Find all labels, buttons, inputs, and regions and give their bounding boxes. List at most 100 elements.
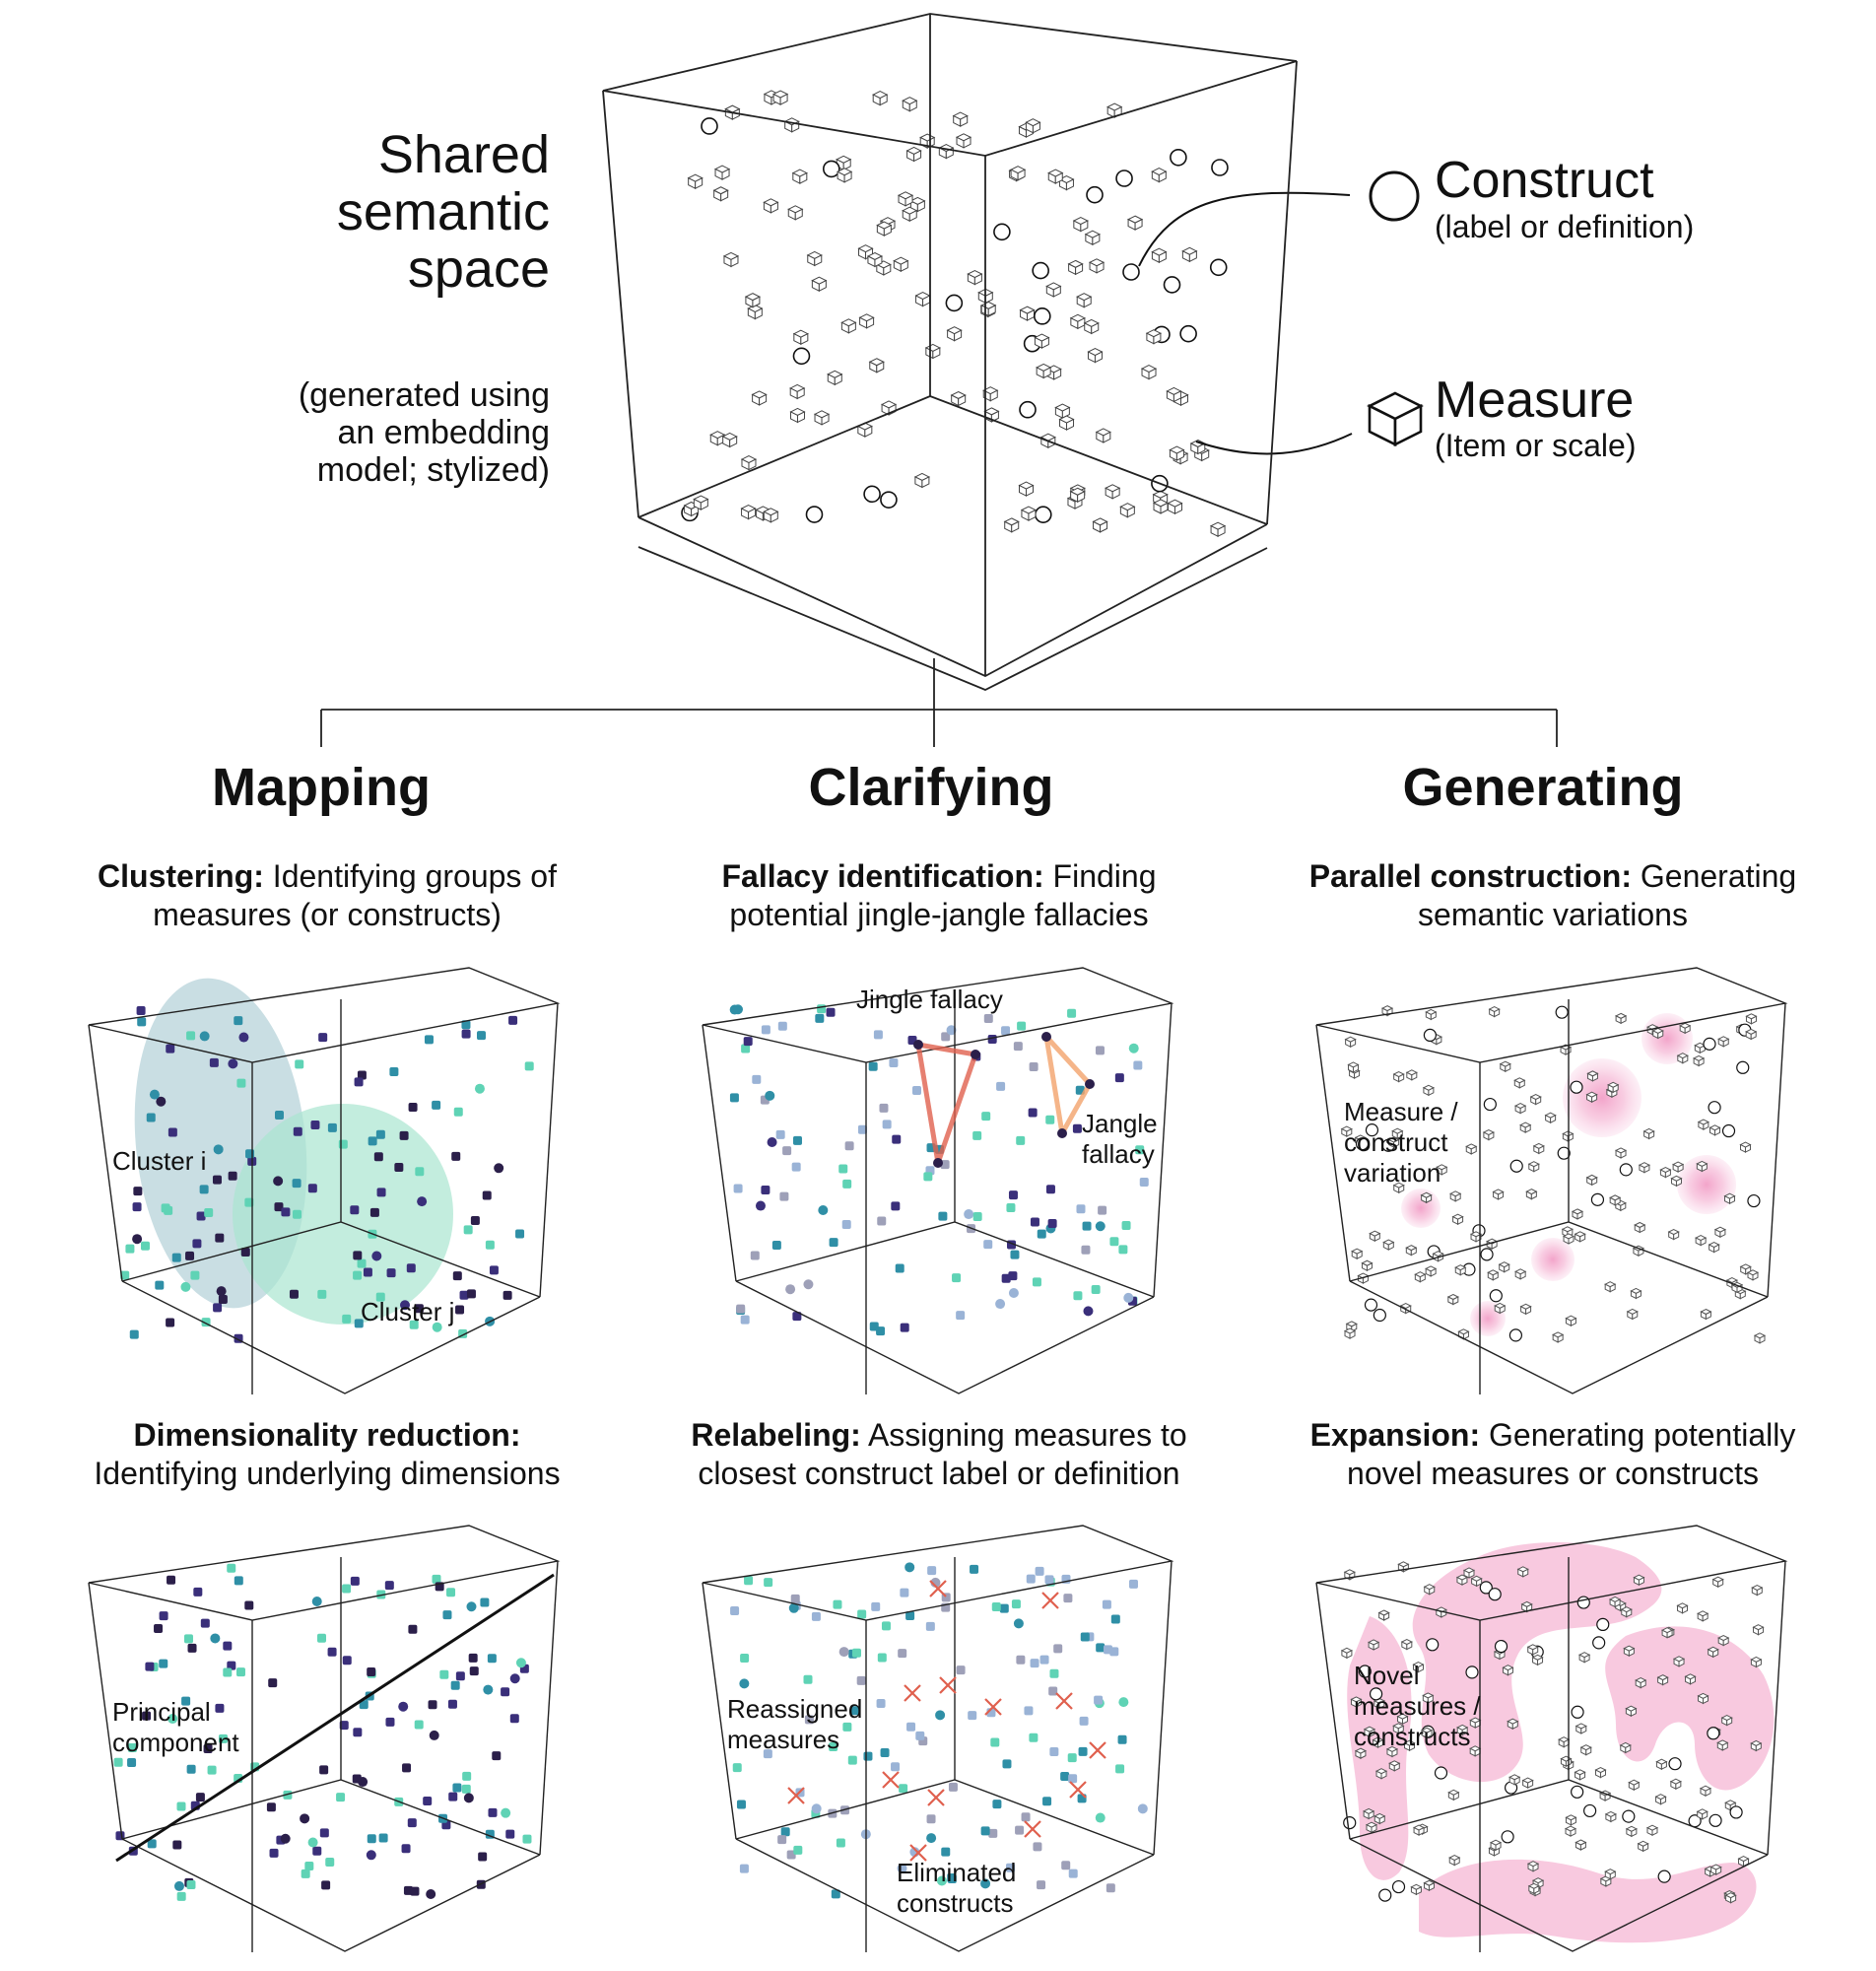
measure-cube [1015, 1825, 1025, 1835]
measure-cube [895, 1263, 904, 1273]
cube-face [1175, 448, 1184, 461]
cube-face [960, 114, 969, 127]
measure-cube-icon [1708, 1241, 1720, 1254]
panel-heading-text: novel measures or constructs [1347, 1456, 1759, 1491]
cube-face [1488, 1131, 1495, 1141]
measure-cube-icon [1392, 1723, 1405, 1734]
cube-edge [121, 1838, 541, 1952]
measure-cube [218, 1295, 228, 1305]
cube-face [1675, 1780, 1682, 1791]
measure-cube [791, 1162, 801, 1172]
construct-circle-icon [1034, 307, 1051, 325]
measure-cube-icon [712, 186, 729, 202]
measure-cube [1115, 1764, 1125, 1774]
construct-dot [1123, 1292, 1134, 1303]
measure-cube-icon [1604, 1281, 1617, 1293]
cube-face [1533, 1163, 1540, 1173]
measure-cube [524, 1061, 534, 1071]
construct-dot [818, 1205, 829, 1216]
measure-cube-icon [1414, 1271, 1427, 1283]
measure-cube-icon [1745, 1013, 1758, 1025]
measure-cube-icon [946, 326, 963, 342]
cube-face [1393, 1138, 1400, 1148]
measure-cube-icon [1508, 1774, 1521, 1786]
measure-cube [826, 1007, 836, 1017]
measure-cube [452, 1783, 462, 1793]
measure-cube [775, 1129, 785, 1139]
cube-face [1702, 1810, 1708, 1820]
measure-cube [889, 1057, 899, 1067]
cube-face [1632, 1311, 1639, 1321]
measure-cube [310, 1121, 320, 1130]
cube-face [1356, 1250, 1363, 1259]
measure-cube [394, 1162, 404, 1172]
cube-face [932, 347, 941, 360]
label-line: measures / [1354, 1691, 1481, 1721]
cube-face [1657, 1030, 1664, 1040]
measure-cube-icon [1634, 1221, 1646, 1234]
panel-cube-0 [88, 967, 561, 1394]
measure-cube-icon [1604, 1810, 1618, 1823]
measure-cube [1026, 1574, 1036, 1584]
expansion-points [1340, 1561, 1765, 1904]
measure-cube [461, 1784, 471, 1794]
measure-cube [1114, 1073, 1124, 1083]
cube-face [1714, 1126, 1721, 1136]
cube-face [1453, 1857, 1460, 1867]
cube-face [1664, 1169, 1671, 1179]
novel-region [1419, 1859, 1757, 1943]
cube-face [821, 413, 830, 426]
measure-cube [1096, 1643, 1106, 1653]
construct-circle-icon [1479, 1581, 1493, 1595]
measure-cube-icon [1679, 1022, 1692, 1035]
cube-face [748, 458, 757, 471]
cube-face [1427, 1694, 1434, 1704]
measure-cube-icon [709, 431, 726, 446]
fallacy-triangles [913, 1032, 1095, 1168]
cube-face [1380, 1770, 1387, 1780]
construct-circle-icon [1622, 1809, 1636, 1823]
measure-cube [318, 1033, 328, 1043]
cube-face [796, 387, 805, 400]
measure-cube [752, 1074, 762, 1084]
cube-face [1173, 502, 1182, 514]
measure-cube-icon [1145, 329, 1163, 345]
measure-cube [1024, 1706, 1034, 1716]
measure-cube [1076, 1204, 1086, 1214]
measure-cube [354, 1319, 364, 1328]
measure-cube [145, 1662, 155, 1671]
cube-face [1452, 1296, 1459, 1306]
label-line: constructs [897, 1888, 1014, 1918]
measure-cube-icon [1455, 1574, 1469, 1586]
measure-cube [215, 1233, 225, 1243]
measure-cube-icon [1469, 1717, 1482, 1729]
cube-face [1080, 220, 1089, 233]
construct-dot [216, 1286, 227, 1297]
measure-cube [941, 1847, 951, 1857]
measure-cube [733, 1184, 743, 1193]
cube-face [1525, 1305, 1532, 1316]
measure-cube [983, 1240, 993, 1250]
measure-cube [176, 1801, 186, 1811]
measure-cube-icon [1623, 1645, 1636, 1657]
cube-face [1579, 1841, 1586, 1851]
measure-cube-icon [1507, 1718, 1519, 1730]
construct-circle-icon [1032, 261, 1049, 280]
cube-face [1583, 1654, 1590, 1664]
measure-cube-icon [1449, 1190, 1462, 1202]
construct-circle-icon [1571, 1705, 1584, 1719]
cube-face [1739, 1290, 1746, 1300]
cube-edge [121, 1280, 541, 1394]
measure-cube [877, 1653, 887, 1663]
legend-construct-label: Construct [1435, 152, 1654, 209]
construct-dot [811, 1803, 822, 1814]
measure-cube [838, 1164, 848, 1174]
measure-cube [132, 1202, 142, 1212]
cube-face [1535, 1096, 1542, 1106]
measure-cube-icon [1635, 1676, 1647, 1689]
measure-cube [384, 1581, 394, 1591]
measure-cube [228, 1171, 237, 1181]
measure-cube [1103, 1645, 1112, 1655]
cube-face [1415, 1886, 1422, 1896]
measure-cube [463, 1225, 473, 1235]
